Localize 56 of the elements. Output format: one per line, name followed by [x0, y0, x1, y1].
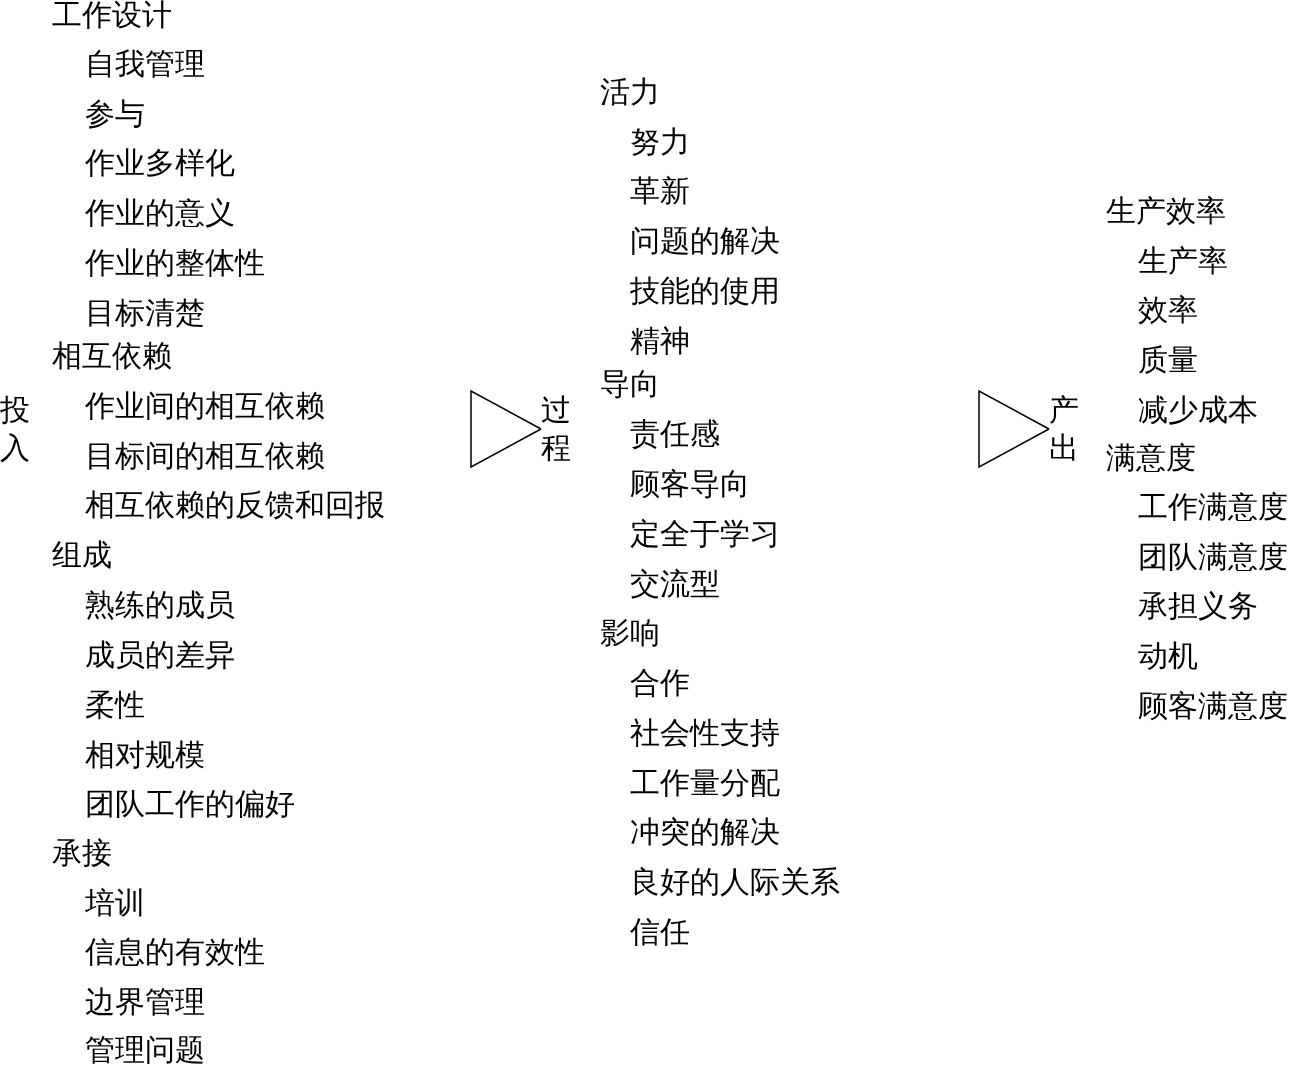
list-item: 团队满意度 [1138, 542, 1288, 572]
list-item: 减少成本 [1138, 395, 1258, 425]
list-item: 信任 [630, 917, 690, 947]
list-item: 精神 [630, 326, 690, 356]
list-item: 冲突的解决 [630, 817, 780, 847]
stage-label: 投入 [0, 391, 30, 467]
list-item: 生产率 [1138, 246, 1228, 276]
triangle-arrow [470, 389, 543, 469]
list-item: 团队工作的偏好 [85, 789, 295, 819]
list-item: 相对规模 [85, 740, 205, 770]
list-item: 柔性 [85, 690, 145, 720]
category-heading: 相互依赖 [52, 341, 172, 371]
list-item: 社会性支持 [630, 718, 780, 748]
list-item: 良好的人际关系 [630, 867, 840, 897]
list-item: 参与 [85, 99, 145, 129]
list-item: 作业多样化 [85, 148, 235, 178]
category-heading: 满意度 [1106, 443, 1196, 473]
list-item: 工作满意度 [1138, 492, 1288, 522]
list-item: 作业的整体性 [85, 248, 265, 278]
list-item: 作业间的相互依赖 [85, 391, 325, 421]
category-heading: 导向 [600, 369, 660, 399]
list-item: 努力 [630, 127, 690, 157]
list-item: 合作 [630, 668, 690, 698]
list-item: 问题的解决 [630, 226, 780, 256]
list-item: 工作量分配 [630, 768, 780, 798]
category-heading: 生产效率 [1106, 196, 1226, 226]
list-item: 成员的差异 [85, 640, 235, 670]
list-item: 目标间的相互依赖 [85, 441, 325, 471]
list-item: 革新 [630, 176, 690, 206]
stage-label: 产出 [1049, 391, 1079, 467]
category-heading: 承接 [52, 838, 112, 868]
list-item: 自我管理 [85, 49, 205, 79]
list-item: 相互依赖的反馈和回报 [85, 490, 385, 520]
list-item: 效率 [1138, 295, 1198, 325]
list-item: 作业的意义 [85, 198, 235, 228]
list-item: 交流型 [630, 569, 720, 599]
category-heading: 工作设计 [52, 0, 172, 30]
list-item: 边界管理 [85, 987, 205, 1017]
list-item: 培训 [85, 888, 145, 918]
triangle-arrow [978, 389, 1051, 469]
list-item: 熟练的成员 [85, 590, 235, 620]
category-heading: 组成 [52, 540, 112, 570]
list-item: 责任感 [630, 419, 720, 449]
list-item: 信息的有效性 [85, 937, 265, 967]
list-item: 定全于学习 [630, 519, 780, 549]
list-item: 顾客导向 [630, 469, 750, 499]
list-item: 质量 [1138, 345, 1198, 375]
stage-label: 过程 [541, 391, 571, 467]
list-item: 管理问题 [85, 1035, 205, 1065]
list-item: 目标清楚 [85, 298, 205, 328]
category-heading: 活力 [600, 77, 660, 107]
list-item: 技能的使用 [630, 276, 780, 306]
list-item: 顾客满意度 [1138, 691, 1288, 721]
category-heading: 影响 [600, 618, 660, 648]
list-item: 动机 [1138, 641, 1198, 671]
list-item: 承担义务 [1138, 591, 1258, 621]
